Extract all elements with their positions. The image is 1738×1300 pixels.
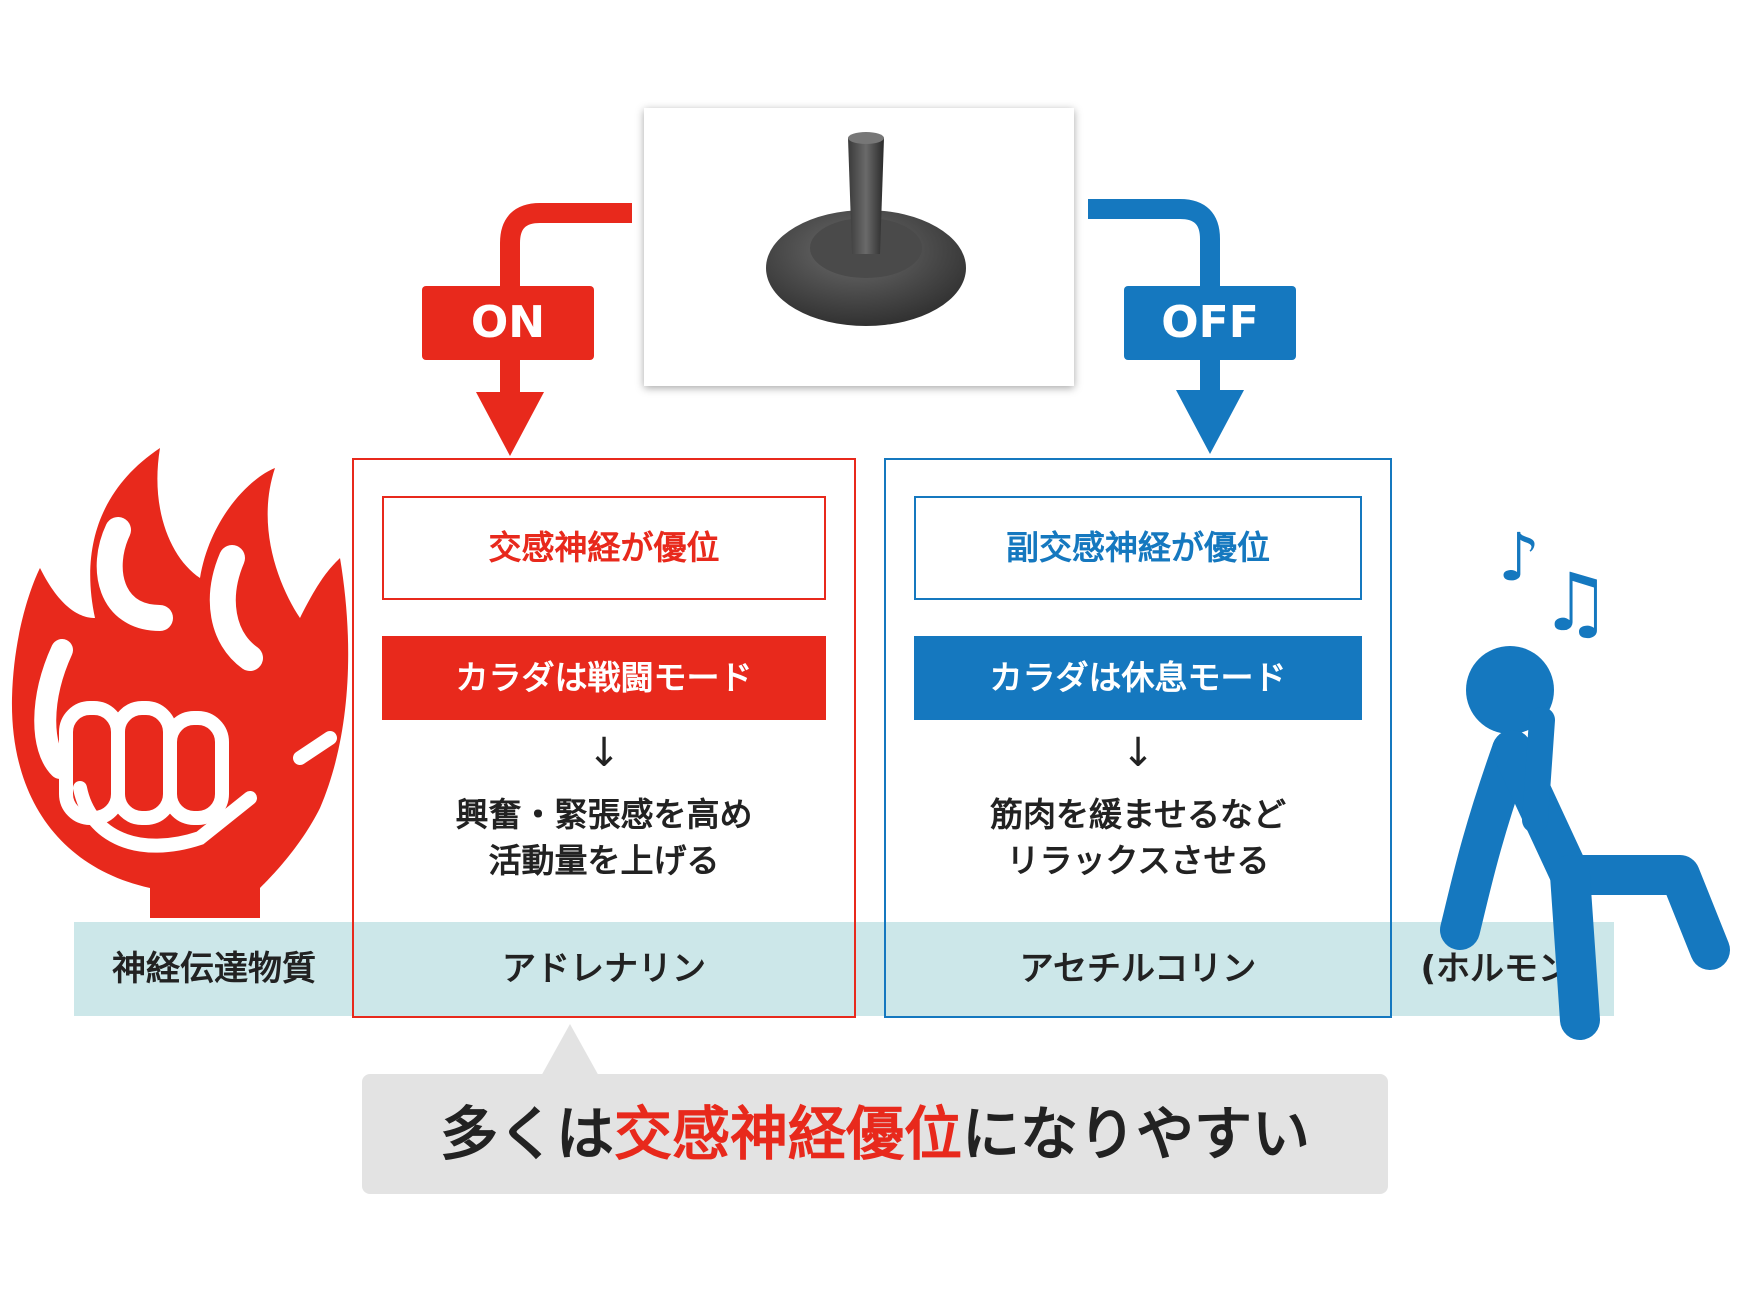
right-desc-line2: リラックスさせる xyxy=(1006,841,1270,880)
right-desc-line1: 筋肉を緩ませるなど xyxy=(989,795,1286,834)
svg-text:♫: ♫ xyxy=(1540,556,1612,649)
acetylcholine-label: アセチルコリン xyxy=(1019,949,1257,989)
parasympathetic-panel xyxy=(884,458,1392,1018)
callout-highlight: 交感神経優位 xyxy=(613,1100,962,1168)
svg-text:♪: ♪ xyxy=(1498,520,1540,596)
joystick-photo xyxy=(644,108,1074,386)
sympathetic-title: 交感神経が優位 xyxy=(382,496,826,600)
battle-mode-bar: カラダは戦闘モード xyxy=(382,636,826,720)
band-label: 神経伝達物質 xyxy=(112,949,316,989)
rest-mode-bar: カラダは休息モード xyxy=(914,636,1362,720)
callout-text: 多くは交感神経優位になりやすい xyxy=(362,1074,1388,1194)
neurotransmitter-band xyxy=(74,922,1614,1016)
on-connector xyxy=(476,199,1244,456)
adrenaline-label: アドレナリン xyxy=(502,949,706,989)
right-down-arrow: ↓ xyxy=(1121,730,1155,776)
callout-pointer xyxy=(540,1024,600,1078)
left-desc-line1: 興奮・緊張感を高め xyxy=(455,795,753,834)
relaxing-person-music-icon: ♪ ♫ xyxy=(1440,520,1730,1040)
joystick-icon xyxy=(766,132,966,326)
off-tag: OFF xyxy=(1124,286,1296,360)
callout-suffix: になりやすい xyxy=(962,1100,1311,1168)
callout-prefix: 多くは xyxy=(439,1100,614,1168)
sympathetic-panel xyxy=(352,458,856,1018)
callout-box xyxy=(362,1074,1388,1194)
left-down-arrow: ↓ xyxy=(587,730,621,776)
parasympathetic-title: 副交感神経が優位 xyxy=(914,496,1362,600)
fire-fist-icon xyxy=(11,448,349,918)
left-desc-line2: 活動量を上げる xyxy=(488,841,720,880)
on-tag: ON xyxy=(422,286,594,360)
